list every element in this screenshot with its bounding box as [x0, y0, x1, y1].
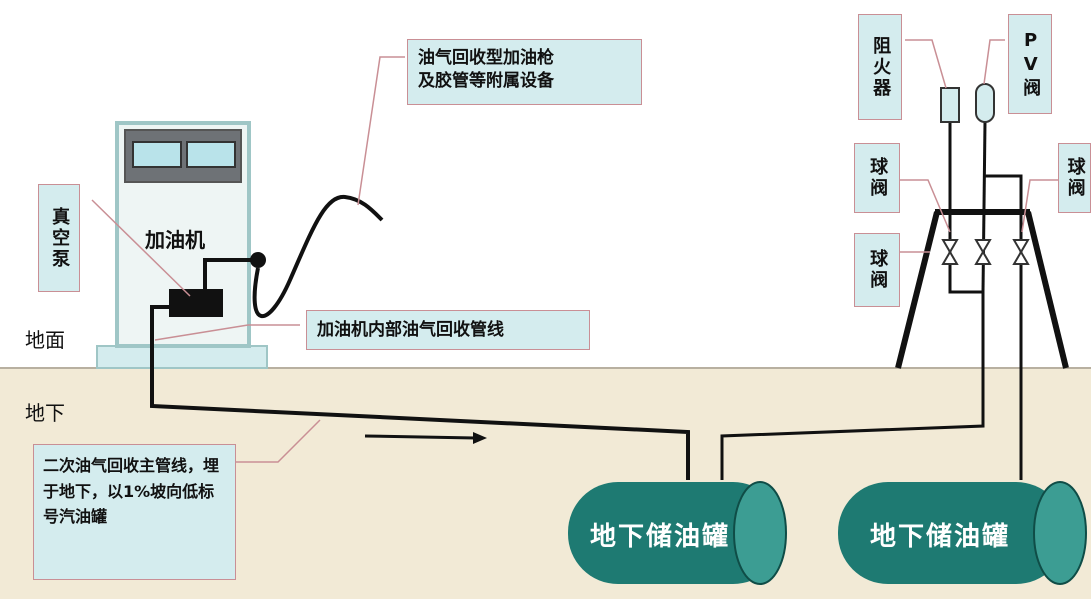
ball-valve-symbol-3 — [1012, 239, 1030, 265]
vent-pipe-center — [981, 121, 987, 293]
ball-valve-symbol-2 — [974, 239, 992, 265]
ball-valve-left-pointer — [900, 179, 951, 233]
ball-valve-lower-label: 球阀 — [854, 233, 900, 307]
main-pipe-label: 二次油气回收主管线，埋于地下，以1%坡向低标号汽油罐 — [33, 444, 236, 580]
display-window-right — [186, 141, 236, 168]
flame-arrester-device — [940, 87, 960, 123]
dispenser-label: 加油机 — [145, 228, 205, 252]
nozzle-equipment-label: 油气回收型加油枪 及胶管等附属设备 — [407, 39, 642, 105]
dispenser-base — [96, 345, 268, 369]
ball-valve-right-label: 球阀 — [1058, 143, 1091, 213]
ground-label: 地面 — [25, 328, 65, 352]
flame-arrester-pointer — [905, 39, 947, 89]
internal-line-pointer-2 — [154, 324, 249, 341]
nozzle-pointer — [357, 56, 405, 206]
pv-valve-device — [975, 83, 995, 123]
stack-leg-right — [1025, 211, 1069, 369]
flame-arrester-label: 阻火器 — [858, 14, 902, 120]
vent-pipe-right — [985, 174, 1023, 480]
fuel-hose — [252, 194, 384, 318]
internal-hose — [203, 258, 253, 289]
pump-pointer — [91, 199, 191, 297]
ball-valve-left-label: 球阀 — [854, 143, 900, 213]
vacuum-pump-label: 真空泵 — [38, 184, 80, 292]
pv-valve-pointer — [983, 39, 1005, 85]
nozzle-connector — [250, 252, 266, 268]
main-pipe-pointer — [236, 419, 321, 463]
main-recovery-pipe — [150, 305, 690, 480]
tank-1-shape — [568, 481, 787, 585]
display-window-left — [132, 141, 182, 168]
tank-1-label: 地下储油罐 — [590, 522, 731, 552]
tank-2-shape — [838, 481, 1087, 585]
tank-2-label: 地下储油罐 — [870, 522, 1011, 552]
ball-valve-symbol-1 — [941, 239, 959, 265]
internal-line-label: 加油机内部油气回收管线 — [306, 310, 590, 350]
stack-leg-left — [895, 211, 940, 369]
ball-valve-right-pointer — [1021, 179, 1058, 233]
vacuum-pump-unit — [169, 289, 223, 317]
underground-label: 地下 — [25, 401, 65, 425]
slope-arrowhead — [473, 432, 487, 444]
pv-valve-label: PV阀 — [1008, 14, 1052, 114]
slope-arrow-shaft — [364, 434, 476, 440]
